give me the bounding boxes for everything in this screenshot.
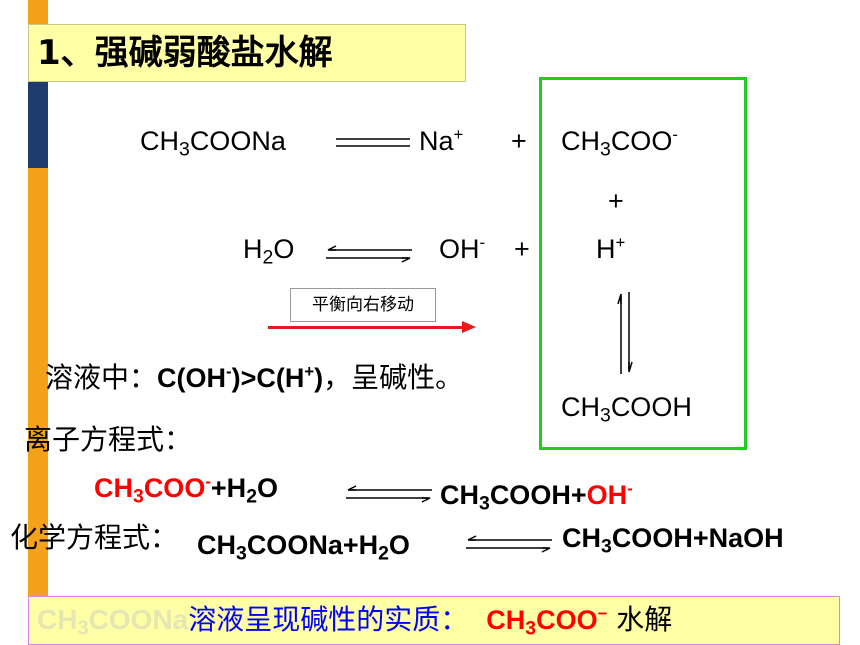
reversible-arrow-chemical (466, 535, 552, 553)
reversible-arrow-water (326, 245, 412, 263)
shift-right-arrow-line (268, 326, 464, 329)
conclusion-suffix: 水解 (607, 603, 673, 636)
acetic-acid-formula: CH3COOH (561, 392, 692, 427)
hydrogen-ion: H+ (596, 232, 626, 264)
ionic-equation-label: 离子方程式： (24, 423, 193, 456)
sodium-ion: Na+ (419, 124, 464, 156)
acetate-highlight-box (539, 77, 747, 450)
plus-sign-1: + (511, 126, 527, 156)
conclusion-text: 溶液呈现碱性的实质： (188, 603, 469, 636)
conclusion-acetate-ion: CH3COO− (486, 603, 608, 640)
acetate-ion: CH3COO- (561, 124, 678, 161)
shift-right-arrow-head (462, 321, 476, 333)
chemical-equation-lhs: CH3COONa+H2O (197, 530, 410, 565)
chemical-equation-label: 化学方程式： (10, 521, 179, 554)
ghost-sodium-acetate: CH3COONa (37, 604, 189, 640)
water-formula: H2O (243, 234, 295, 269)
plus-sign-2: + (514, 234, 530, 264)
ionic-equation-lhs: CH3COO-+H2O (94, 471, 279, 508)
equilibrium-shift-label: 平衡向右移动 (290, 288, 436, 322)
plus-sign-between: + (608, 186, 624, 216)
slide-title: 1、强碱弱酸盐水解 (28, 24, 466, 82)
conclusion-bar: CH3COONa溶液呈现碱性的实质： CH3COO− 水解 (28, 596, 840, 645)
reversible-arrow-ionic (346, 485, 432, 503)
vertical-reversible-arrow (617, 292, 633, 374)
chemical-equation-rhs: CH3COOH+NaOH (562, 523, 784, 558)
ionic-equation-rhs: CH3COOH+OH- (440, 478, 633, 515)
left-navy-stripe (28, 82, 48, 168)
hydroxide-ion: OH- (439, 232, 486, 264)
sodium-acetate-formula: CH3COONa (140, 126, 286, 161)
complete-ionization-arrow (336, 138, 410, 147)
solution-condition-statement: 溶液中：C(OH-)>C(H+)，呈碱性。 (45, 361, 464, 394)
